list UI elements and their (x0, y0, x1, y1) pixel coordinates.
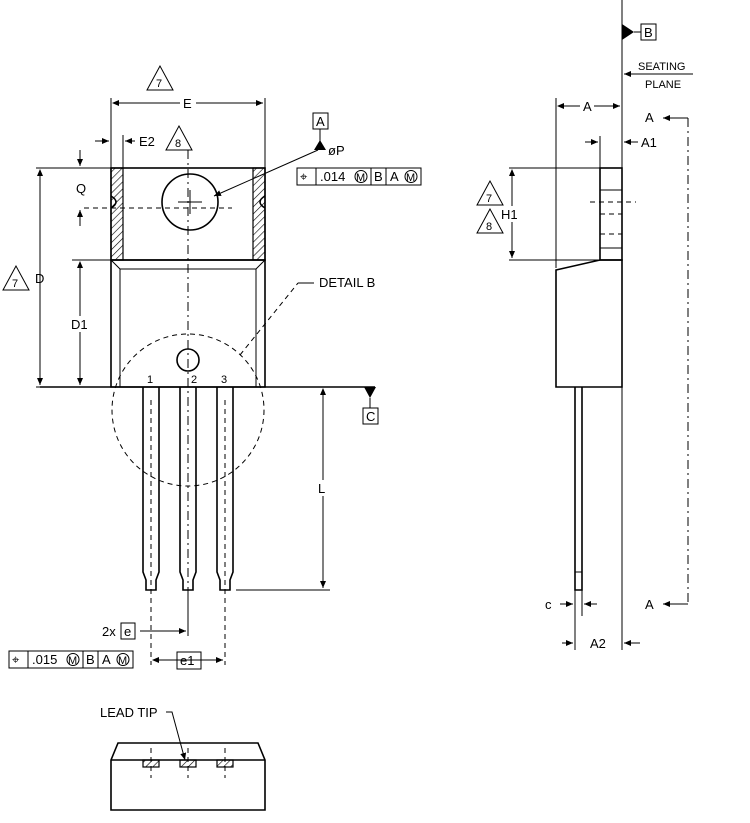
lead-tip-1 (142, 759, 160, 768)
lead-3 (216, 387, 234, 591)
note-7-triangle-d (2, 264, 30, 291)
leads-tol-ref2-mod: M (118, 655, 127, 667)
front-view: DETAIL B 1 2 3 E 7 E2 8 D (2, 64, 422, 670)
a2-label: A2 (590, 636, 606, 651)
phi-p-label: øP (328, 143, 345, 158)
e-pitch-box (120, 622, 136, 640)
tab-hatch-right (252, 167, 266, 261)
detail-b-label: DETAIL B (319, 275, 375, 290)
q-label: Q (76, 181, 86, 196)
leads-tol-value: .015 (32, 652, 57, 667)
detail-b-circle (111, 333, 265, 487)
tab-notch-left (110, 195, 117, 209)
seating-plane-text-1: SEATING (638, 61, 685, 73)
datum-a-label: A (316, 114, 325, 129)
e-label: E (183, 96, 192, 111)
note-8-triangle-e2 (165, 124, 193, 151)
note-7-e: 7 (156, 78, 162, 90)
datum-b-label: B (644, 25, 653, 40)
leads-tol-ref1: B (86, 652, 95, 667)
lead-1 (142, 387, 160, 591)
datum-c-box (362, 407, 379, 425)
side-view: B SEATING PLANE A A1 H1 7 8 c A2 (476, 0, 693, 651)
leads-tol-symbol: ⌖ (12, 652, 20, 667)
leads-tolerance-frame: ⌖ .015 M B A M (8, 650, 134, 669)
hole-tol-value: .014 (320, 169, 345, 184)
datum-a-triangle (314, 140, 326, 150)
hole-tolerance-frame: ⌖ .014 M B A M (296, 167, 422, 186)
tab-hatch-left (110, 167, 124, 261)
leads (142, 387, 234, 665)
d-label: D (35, 271, 44, 286)
datum-c-label: C (366, 409, 375, 424)
pin-1-label: 1 (147, 374, 153, 386)
a-label: A (583, 99, 592, 114)
note-8-h1: 8 (486, 221, 492, 233)
mounting-hole (161, 173, 219, 231)
two-x-label: 2x (102, 624, 116, 639)
a1-label: A1 (641, 135, 657, 150)
d1-label: D1 (71, 317, 88, 332)
side-lead (574, 387, 583, 591)
pin-2-label: 2 (191, 374, 197, 386)
section-a-bot-label: A (645, 597, 654, 612)
leads-tol-mod: M (68, 655, 77, 667)
lead-tip-label: LEAD TIP (100, 705, 158, 720)
lead-tip-3 (216, 759, 234, 768)
datum-b-box (640, 23, 657, 41)
lead-tip-detail: LEAD TIP (100, 705, 266, 811)
hole-tol-ref2: A (390, 169, 399, 184)
hole-tol-symbol: ⌖ (300, 169, 308, 184)
lead-tip-2 (179, 759, 197, 768)
e1-box (176, 651, 202, 670)
note-8-triangle-h1 (476, 207, 504, 234)
e-pitch-label: e (124, 624, 131, 639)
note-7-triangle-e (146, 64, 174, 91)
l-label: L (318, 481, 325, 496)
h1-label: H1 (501, 207, 518, 222)
datum-c-triangle (364, 387, 376, 398)
note-7-h1: 7 (486, 193, 492, 205)
note-7-d: 7 (12, 278, 18, 290)
side-body (555, 259, 623, 388)
seating-plane-text-2: PLANE (645, 79, 681, 91)
leads-tol-ref2: A (102, 652, 111, 667)
e1-label: e1 (180, 653, 194, 668)
section-a-top-label: A (645, 110, 654, 125)
note-8-e2: 8 (175, 138, 181, 150)
datum-b-triangle (622, 24, 634, 40)
tab-notch-right (259, 195, 266, 209)
hole-tol-ref2-mod: M (406, 172, 415, 184)
e2-label: E2 (139, 134, 155, 149)
phi-p-leader (213, 149, 319, 197)
pin-3-label: 3 (221, 374, 227, 386)
hole-tol-mod: M (356, 172, 365, 184)
c-label: c (545, 597, 552, 612)
hole-tol-ref1: B (374, 169, 383, 184)
note-7-triangle-h1 (476, 179, 504, 206)
detail-b-leader (239, 282, 299, 356)
lead-tip-leader (166, 711, 187, 761)
